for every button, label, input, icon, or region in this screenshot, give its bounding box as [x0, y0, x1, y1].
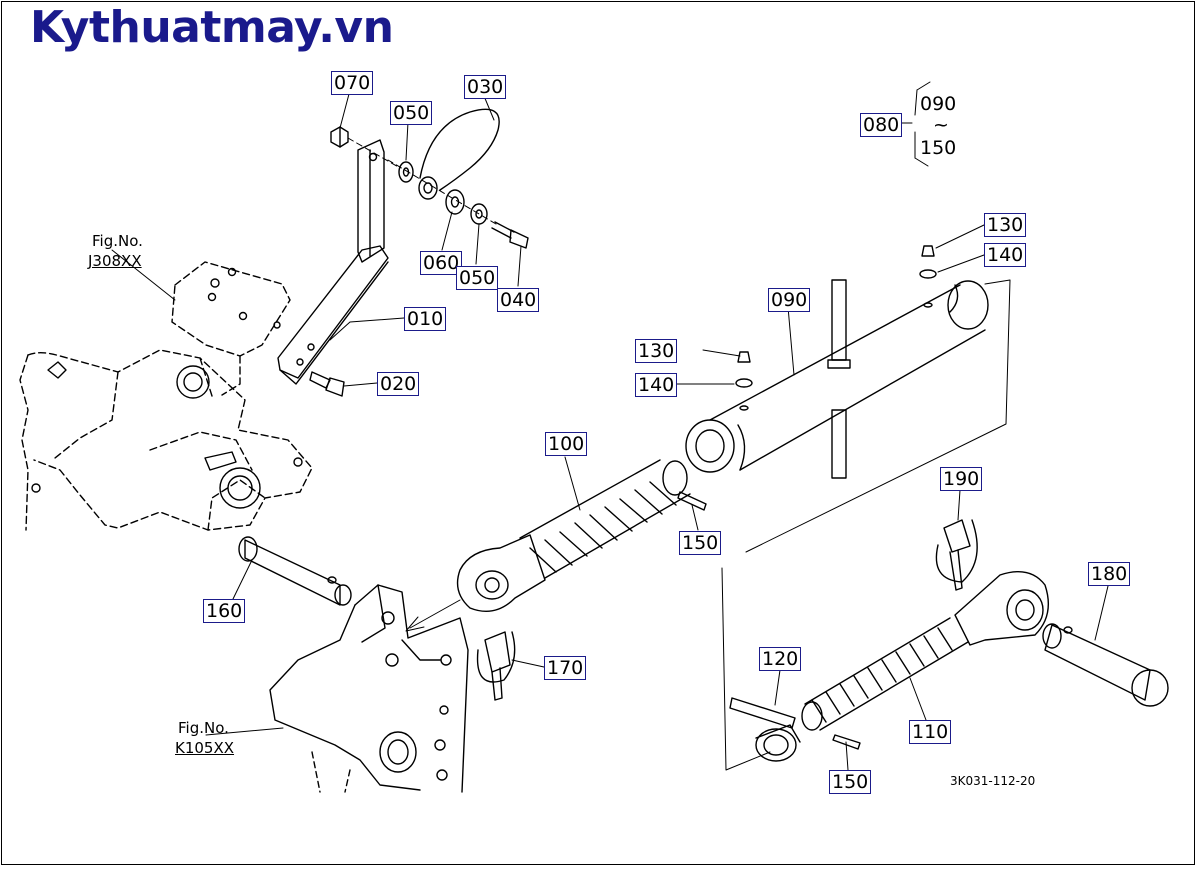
label-part-010: 010 [404, 307, 447, 331]
label-part-140-left: 140 [635, 373, 678, 397]
tube-090 [685, 279, 989, 479]
label-part-050-upper: 050 [390, 101, 433, 125]
leader-lines [111, 81, 1109, 771]
link-arrow [405, 599, 461, 632]
threaded-link-100 [456, 459, 707, 612]
bracket-010 [277, 139, 389, 385]
range-tilde: ~ [933, 114, 949, 136]
tube-frame-lines-lower [721, 567, 771, 771]
bolt-020 [309, 371, 345, 397]
explode-lines [347, 137, 497, 225]
label-part-130-left: 130 [635, 339, 678, 363]
label-part-060: 060 [420, 251, 463, 275]
fig-ref-1-label: Fig.No. [92, 232, 143, 250]
label-part-100: 100 [545, 432, 588, 456]
label-part-020: 020 [377, 372, 420, 396]
label-part-070: 070 [331, 71, 374, 95]
pin-180 [1042, 623, 1169, 707]
label-part-150-upper: 150 [679, 531, 722, 555]
label-part-050-lower: 050 [456, 266, 499, 290]
label-part-130-right: 130 [984, 213, 1027, 237]
label-part-180: 180 [1088, 562, 1131, 586]
label-part-170: 170 [544, 656, 587, 680]
hardware-stack [330, 108, 529, 249]
label-part-040: 040 [497, 288, 540, 312]
grease-nipples [735, 245, 937, 388]
label-part-140-right: 140 [984, 243, 1027, 267]
label-part-160: 160 [203, 599, 246, 623]
nut-120 [729, 697, 801, 762]
tractor-housing [19, 261, 313, 531]
label-part-120: 120 [759, 647, 802, 671]
tube-frame-lines [745, 279, 1011, 553]
label-part-030: 030 [464, 75, 507, 99]
hitch-bracket [269, 584, 469, 793]
range-start: 090 [920, 93, 957, 115]
fig-ref-1-code: J308XX [88, 252, 142, 270]
lynch-pin-170 [476, 631, 516, 701]
range-end: 150 [920, 137, 957, 159]
label-part-080: 080 [860, 113, 903, 137]
tractor-housing-details [31, 267, 303, 509]
label-part-190: 190 [940, 467, 983, 491]
brand-logo-text: Kythuatmay.vn [30, 2, 394, 53]
lynch-pin-190 [935, 519, 978, 591]
fig-ref-2-code: K105XX [175, 739, 235, 757]
label-part-110: 110 [909, 720, 952, 744]
threaded-link-110 [801, 571, 1049, 750]
label-part-150-lower: 150 [829, 770, 872, 794]
drawing-code: 3K031-112-20 [950, 774, 1036, 788]
fig-ref-2-label: Fig.No. [178, 719, 229, 737]
pin-160 [238, 536, 352, 606]
label-part-090: 090 [768, 288, 811, 312]
